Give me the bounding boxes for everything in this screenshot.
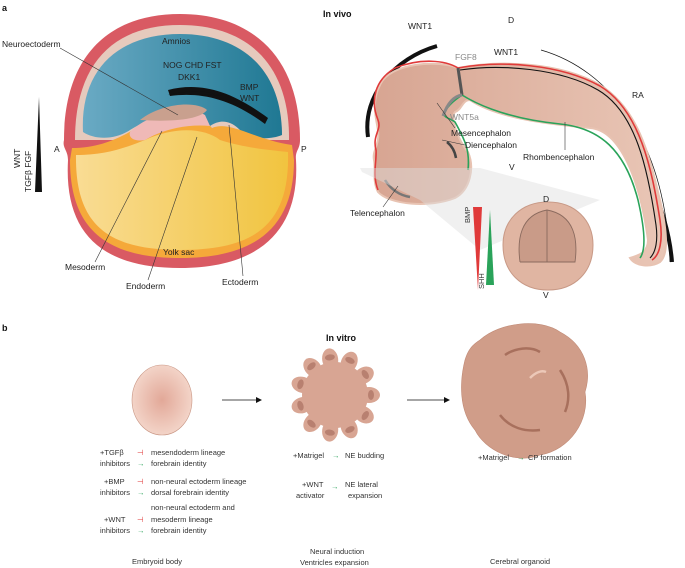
ventricle [307, 362, 316, 371]
panel-a-label: a [2, 3, 8, 13]
wnt-block-text-2: mesoderm lineage [151, 515, 213, 524]
embryoid-body [131, 364, 193, 436]
promote-icon: → [517, 453, 525, 462]
cerebral-organoid-label: Cerebral organoid [490, 557, 550, 566]
gastrula-embryo [63, 14, 301, 268]
ventricle [345, 357, 355, 364]
stage-arrow-1 [222, 397, 262, 403]
inhibitors-label-1: NOG CHD FST [163, 60, 222, 70]
inhibitors-label-2: DKK1 [178, 72, 200, 82]
amnion-cavity [82, 34, 282, 139]
mesoderm-label: Mesoderm [65, 262, 105, 272]
yolk-sac-label: Yolk sac [163, 247, 195, 257]
block-icon: ⊣ [137, 477, 144, 486]
promote-icon: → [137, 488, 145, 497]
fgf8-label: FGF8 [455, 52, 477, 62]
gradient-label-2: TGFβ FGF [23, 151, 33, 192]
ventricle [324, 354, 335, 361]
rhombencephalon-label: Rhombencephalon [523, 152, 595, 162]
ventricle [361, 411, 369, 421]
embryonic-brain [360, 44, 674, 291]
ventricle [361, 369, 369, 379]
section-ventral-label: V [543, 290, 549, 300]
telencephalon-label: Telencephalon [350, 208, 405, 218]
wnt1-label-b: WNT1 [494, 47, 518, 57]
dorsal-label: D [508, 15, 514, 25]
bmp-promote-text: dorsal forebrain identity [151, 488, 229, 497]
embryoid-treatments: +TGFβ inhibitors ⊣ → mesendoderm lineage… [100, 448, 246, 535]
stage-arrow-2 [407, 397, 450, 403]
wnt-label: WNT [240, 93, 259, 103]
ra-label: RA [632, 90, 644, 100]
tgfb-inhibitors: inhibitors [100, 459, 130, 468]
promote-icon: → [332, 451, 340, 460]
ne-budding-text: NE budding [345, 451, 384, 460]
ventricle [297, 400, 304, 411]
promote-icon: → [331, 482, 339, 491]
ventricle [307, 419, 316, 428]
panel-b-label: b [2, 323, 8, 333]
bmp-agent: +BMP [104, 477, 125, 486]
rosette-core [302, 362, 368, 428]
organoid-matrigel-agent: +Matrigel [478, 453, 509, 462]
shh-gradient [486, 210, 494, 285]
signal-arc [168, 87, 268, 124]
cerebral-organoid [461, 323, 588, 459]
wnt-inhibitors: inhibitors [100, 526, 130, 535]
bmp-gradient-label: BMP [463, 207, 472, 223]
posterior-label: P [301, 144, 307, 154]
bmp-block-text: non-neural ectoderm lineage [151, 477, 246, 486]
diencephalon-label: Diencephalon [465, 140, 517, 150]
ectoderm-label: Ectoderm [222, 277, 258, 287]
section-dorsal-label: D [543, 194, 549, 204]
mesencephalon-label: Mesencephalon [451, 128, 511, 138]
tgfb-block-text: mesendoderm lineage [151, 448, 225, 457]
promote-icon: → [137, 459, 145, 468]
ventricle [297, 379, 304, 390]
neural-treatments: +Matrigel → NE budding +WNT activator → … [293, 451, 384, 500]
wnt-promote-text: forebrain identity [151, 526, 207, 535]
block-icon: ⊣ [137, 515, 144, 524]
wnt-agent: +WNT [104, 515, 126, 524]
wnt1-label-a: WNT1 [408, 21, 432, 31]
expansion-text: expansion [348, 491, 382, 500]
ventricles-expansion-label: Ventricles expansion [300, 558, 369, 567]
gradient-label-1: WNT [12, 149, 22, 168]
wnt5a-label: WNT5a [450, 112, 479, 122]
promote-icon: → [137, 526, 145, 535]
wnt-activator-label: activator [296, 491, 325, 500]
wnt-activator-agent: +WNT [302, 480, 324, 489]
in-vitro-title: In vitro [326, 333, 357, 343]
neuroectoderm-label: Neuroectoderm [2, 39, 61, 49]
neural-induction-label: Neural induction [310, 547, 364, 556]
tgfb-promote-text: forebrain identity [151, 459, 207, 468]
anterior-label: A [54, 144, 60, 154]
amnios-label: Amnios [162, 36, 190, 46]
yolk-sac [75, 130, 289, 250]
neural-rosette [291, 348, 380, 442]
endoderm-label: Endoderm [126, 281, 165, 291]
tgfb-agent: +TGFβ [100, 448, 124, 457]
bmp-label: BMP [240, 82, 259, 92]
ventricle [324, 429, 335, 436]
cp-formation-text: CP formation [528, 453, 572, 462]
ventricle [345, 426, 355, 433]
organoid-treatment: +Matrigel → CP formation [478, 453, 572, 462]
gradient-wedge [35, 97, 42, 192]
in-vivo-title: In vivo [323, 9, 352, 19]
wnt-block-text-1: non-neural ectoderm and [151, 503, 235, 512]
ventricle [368, 390, 374, 400]
embryoid-body-label: Embryoid body [132, 557, 182, 566]
shh-gradient-label: SHH [477, 273, 486, 289]
bmp-inhibitors: inhibitors [100, 488, 130, 497]
ne-lateral-text: NE lateral [345, 480, 378, 489]
ventral-label: V [509, 162, 515, 172]
bmp-gradient [473, 207, 482, 290]
block-icon: ⊣ [137, 448, 144, 457]
matrigel-agent: +Matrigel [293, 451, 324, 460]
